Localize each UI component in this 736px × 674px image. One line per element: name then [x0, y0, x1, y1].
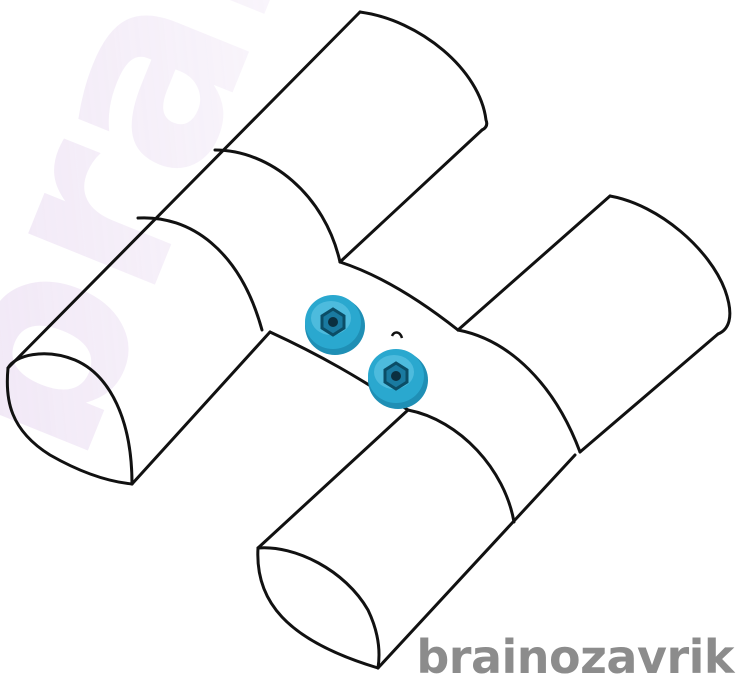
watermark-text: brai	[0, 0, 343, 492]
left-cylinder	[5, 10, 489, 486]
right-cylinder	[256, 194, 732, 670]
connector-2	[368, 331, 428, 409]
brand-watermark: brainozavrik	[416, 630, 734, 674]
connecting-strip	[268, 260, 460, 412]
watermark: brai	[0, 0, 343, 492]
connector-1	[305, 295, 365, 355]
